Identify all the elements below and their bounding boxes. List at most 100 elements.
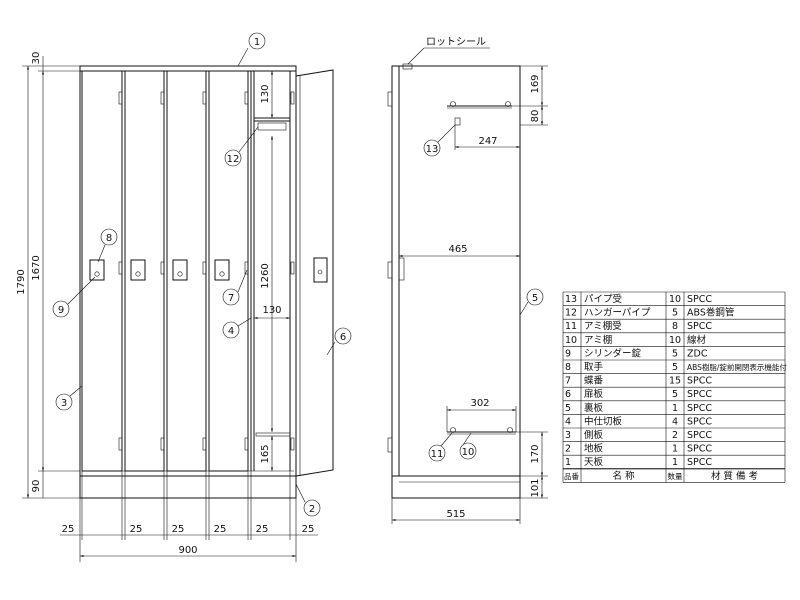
hinge: [244, 437, 249, 451]
bottom-net-shelf: [255, 432, 291, 437]
part-name: 地板: [584, 443, 604, 455]
dim-height-total: 1790: [16, 269, 27, 294]
dim-gap-6: 25: [302, 524, 315, 535]
dim-bottom-hinge: 165: [260, 444, 271, 463]
dim-gap-1: 25: [62, 524, 75, 535]
pipe-holder: [454, 117, 461, 126]
door-set: [81, 70, 249, 472]
dim-gap-5: 25: [256, 524, 269, 535]
hinge: [202, 437, 207, 451]
balloon-1: 1: [254, 37, 260, 48]
part-material: 線材: [687, 334, 707, 346]
hinge: [160, 437, 165, 451]
part-qty: 10: [669, 335, 681, 346]
dim-shelf-depth-bottom: 302: [470, 398, 489, 409]
hinge: [387, 261, 393, 279]
dim-gap-2: 25: [130, 524, 143, 535]
dim-compartment: 130 1260 130 165: [254, 71, 290, 471]
part-number: 11: [565, 321, 577, 332]
part-name: アミ棚受: [584, 320, 622, 332]
part-material: SPCC: [687, 416, 712, 427]
part-material: ABS巻鋼管: [687, 307, 734, 319]
dim-side-bottom-shelf: 170: [530, 444, 541, 463]
part-qty: 5: [672, 362, 678, 373]
part-qty: 2: [672, 430, 678, 441]
lot-seal-label: ロットシール: [426, 37, 486, 48]
hinge: [387, 437, 393, 453]
part-qty: 1: [672, 403, 678, 414]
part-qty: 5: [672, 348, 678, 359]
dim-door-handle-height: 1260: [260, 263, 271, 288]
dim-left: 1790 1670 30 90: [16, 52, 80, 499]
door-panel-open: [295, 69, 334, 477]
hinge: [290, 261, 295, 275]
dim-height-body: 1670: [31, 255, 42, 280]
balloon-9: 9: [58, 305, 64, 316]
hinge: [290, 91, 295, 105]
part-qty: 8: [672, 321, 678, 332]
part-material: SPCC: [687, 376, 712, 387]
dim-bottom: 25 25 25 25 25 25 900: [60, 471, 318, 562]
balloon-5: 5: [532, 293, 538, 304]
hinge: [160, 91, 165, 105]
balloon-8: 8: [106, 233, 112, 244]
part-number: 5: [565, 403, 571, 414]
dim-depth-total: 515: [446, 509, 465, 520]
lot-seal-mark: [402, 63, 413, 70]
hinge: [202, 91, 207, 105]
door-handle: [130, 259, 146, 281]
balloon-13: 13: [426, 144, 439, 155]
part-qty: 5: [672, 308, 678, 319]
part-material: SPCC: [687, 294, 712, 305]
part-number: 9: [565, 348, 571, 359]
balloon-4: 4: [228, 326, 234, 337]
shelf-support: [450, 427, 456, 433]
part-qty: 4: [672, 416, 678, 427]
open-compartment: [250, 71, 295, 471]
part-qty: 1: [672, 457, 678, 468]
part-qty: 10: [669, 294, 681, 305]
dim-width-total: 900: [178, 545, 197, 556]
part-number: 3: [565, 430, 571, 441]
balloon-3: 3: [61, 398, 67, 409]
lock-icon: [219, 271, 225, 277]
door-1: [81, 70, 123, 472]
dim-gap-3: 25: [172, 524, 185, 535]
balloon-7: 7: [228, 293, 234, 304]
hinge: [202, 261, 207, 275]
open-door: [295, 69, 334, 477]
header-material: 材 質 備 考: [711, 470, 758, 482]
part-name: 側板: [584, 429, 604, 441]
part-material: SPCC: [687, 389, 712, 400]
part-name: 扉板: [584, 388, 604, 400]
part-qty: 1: [672, 444, 678, 455]
hinge: [118, 437, 123, 451]
part-name: ハンガーパイプ: [584, 308, 651, 319]
shelf-support: [507, 427, 513, 433]
side-view: ロットシール 169 80 170 101 247 465: [387, 37, 548, 524]
part-number: 2: [565, 444, 571, 455]
header-qty: 数量: [668, 471, 683, 481]
hinge: [290, 437, 295, 451]
dim-side-top: 169: [530, 74, 541, 93]
balloon-12: 12: [227, 154, 240, 165]
part-material: ABS樹脂/錠前開閉表示機能付: [687, 362, 787, 372]
part-material: SPCC: [687, 321, 712, 332]
part-number: 6: [565, 389, 571, 400]
hinge: [244, 91, 249, 105]
part-material: SPCC: [687, 430, 712, 441]
balloon-2: 2: [309, 504, 315, 515]
door-handle: [172, 259, 188, 281]
shelf-support: [450, 101, 456, 107]
dim-side-base: 101: [530, 478, 541, 497]
dim-side-depth-inner: 465: [448, 244, 467, 255]
dim-front-top-shelf: 130: [260, 84, 271, 103]
lock-icon: [317, 269, 323, 275]
balloon-10: 10: [462, 447, 475, 458]
dim-pipe-offset: 130: [262, 305, 281, 316]
part-material: SPCC: [687, 444, 712, 455]
part-qty: 5: [672, 389, 678, 400]
part-name: 中仕切板: [584, 415, 623, 427]
